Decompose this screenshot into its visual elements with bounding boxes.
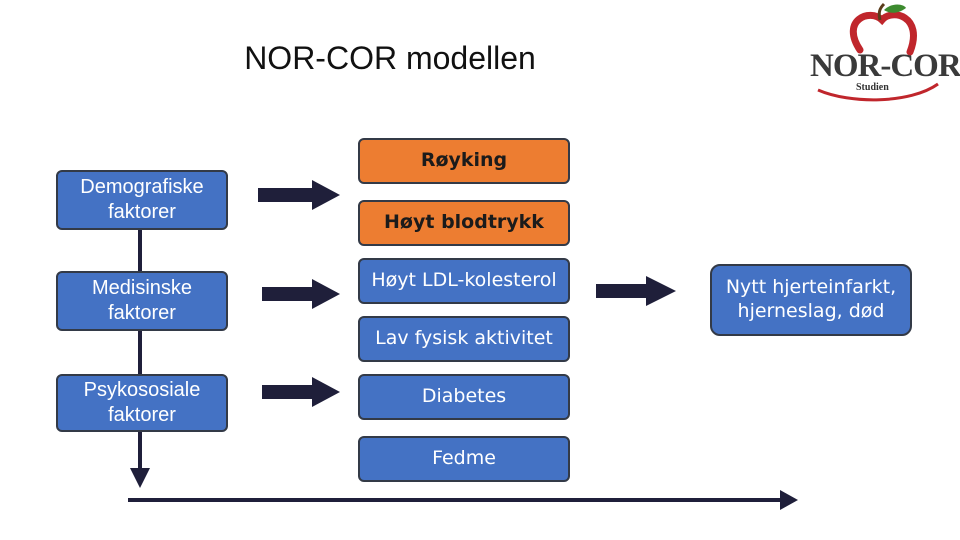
block-arrow-1	[258, 180, 340, 210]
risk-high-ldl-label: Høyt LDL-kolesterol	[371, 269, 557, 292]
risk-low-physical-activity-label: Lav fysisk aktivitet	[375, 327, 553, 350]
factor-psychosocial: Psykososiale faktorer	[56, 374, 228, 432]
risk-smoking-label: Røyking	[420, 149, 508, 172]
risk-obesity-label: Fedme	[432, 447, 496, 470]
block-arrow-3	[262, 377, 340, 407]
vertical-axis-arrowhead	[130, 468, 150, 488]
factor-demographic: Demografiske faktorer	[56, 170, 228, 230]
risk-diabetes: Diabetes	[358, 374, 570, 420]
risk-high-blood-pressure-label: Høyt blodtrykk	[384, 211, 544, 234]
time-axis-arrowhead	[780, 490, 798, 510]
outcome-box: Nytt hjerteinfarkt, hjerneslag, død	[710, 264, 912, 336]
logo-text: NOR-COR	[810, 48, 960, 84]
factor-demographic-label: Demografiske faktorer	[80, 176, 204, 223]
factor-medical-label: Medisinske faktorer	[91, 277, 193, 324]
risk-high-ldl: Høyt LDL-kolesterol	[358, 258, 570, 304]
logo-subtext: Studien	[856, 82, 889, 93]
block-arrow-2	[262, 279, 340, 309]
outcome-label: Nytt hjerteinfarkt, hjerneslag, død	[725, 276, 897, 322]
factor-psychosocial-label: Psykososiale faktorer	[83, 379, 201, 426]
risk-high-blood-pressure: Høyt blodtrykk	[358, 200, 570, 246]
factor-medical: Medisinske faktorer	[56, 271, 228, 331]
block-arrow-outcome	[596, 276, 676, 306]
nor-cor-logo: NOR-COR Studien	[800, 0, 960, 110]
risk-diabetes-label: Diabetes	[421, 385, 507, 408]
risk-low-physical-activity: Lav fysisk aktivitet	[358, 316, 570, 362]
page-title: NOR-COR modellen	[244, 40, 536, 76]
risk-smoking: Røyking	[358, 138, 570, 184]
apple-icon	[817, 2, 939, 102]
risk-obesity: Fedme	[358, 436, 570, 482]
